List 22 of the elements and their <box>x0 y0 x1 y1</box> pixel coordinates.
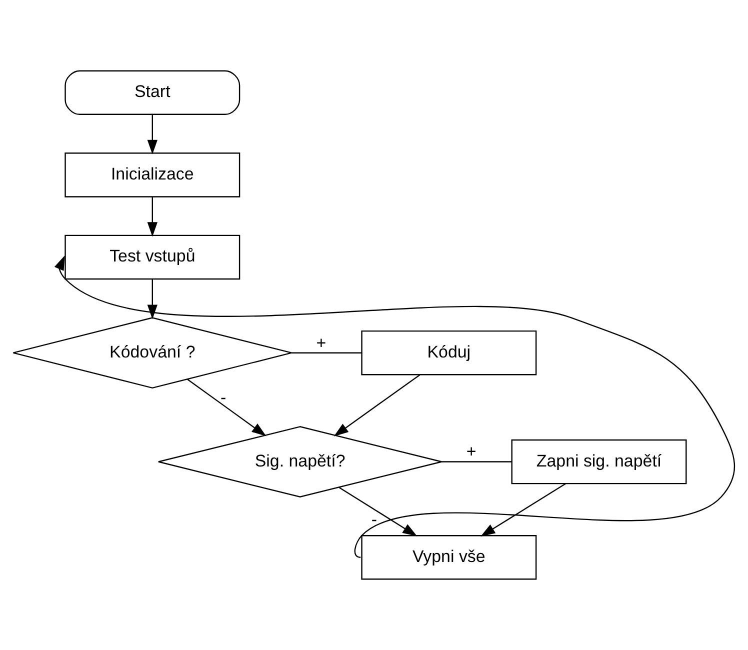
arrow <box>187 378 266 436</box>
arrow <box>54 256 735 558</box>
edge-label: - <box>220 388 226 407</box>
node-diamond: Sig. napětí? <box>158 426 442 498</box>
node-box: Start <box>64 70 240 116</box>
arrow <box>480 483 566 536</box>
connector <box>442 461 512 462</box>
edge-label: + <box>316 333 326 352</box>
node-box: Zapni sig. napětí <box>511 439 687 484</box>
node-box: Inicializace <box>64 152 240 198</box>
arrow <box>338 486 418 536</box>
edge-label: + <box>466 442 476 462</box>
arrow <box>147 279 158 320</box>
node-diamond: Kódování ? <box>12 317 292 389</box>
edge-label: - <box>371 510 377 529</box>
arrow <box>147 197 158 237</box>
node-box: Kóduj <box>361 330 537 376</box>
node-box: Test vstupů <box>64 234 240 280</box>
node-box: Vypni vše <box>361 534 537 580</box>
connector <box>292 352 362 354</box>
arrow <box>147 114 158 154</box>
arrow <box>334 374 420 436</box>
